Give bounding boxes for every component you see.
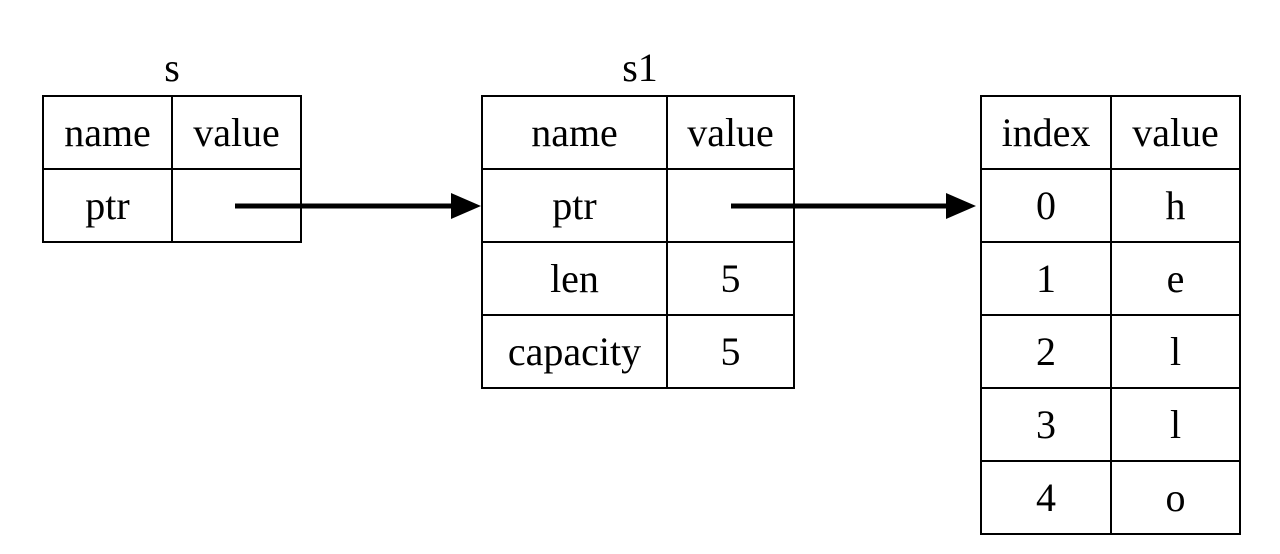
table-s1-name-0-label: ptr xyxy=(552,182,597,228)
table-buffer-header-value: value xyxy=(1110,95,1241,170)
table-row: ptr xyxy=(481,168,795,243)
table-s1-header-value-label: value xyxy=(687,109,774,155)
table-buffer-index-2-label: 2 xyxy=(1036,328,1056,374)
table-s1-value-1-label: 5 xyxy=(720,255,741,301)
table-s-header-value-label: value xyxy=(193,109,280,155)
table-row: 0 h xyxy=(980,168,1241,243)
table-buffer-index-0-label: 0 xyxy=(1036,182,1056,228)
table-buffer: index value 0 h 1 e xyxy=(980,95,1241,535)
table-buffer-cell-value-0: h xyxy=(1110,168,1241,243)
table-row: 3 l xyxy=(980,387,1241,462)
table-s1-title: s1 xyxy=(622,45,658,90)
arrow-s1-ptr-to-buffer xyxy=(731,193,976,219)
arrow-s-ptr-to-s1 xyxy=(235,193,481,219)
table-buffer-cell-value-3: l xyxy=(1110,387,1241,462)
table-buffer-value-3-label: l xyxy=(1169,401,1182,447)
table-s1-name-1-label: len xyxy=(550,255,599,301)
arrow-s1-ptr-to-buffer-head xyxy=(946,193,976,219)
table-s1-header-row: name value xyxy=(481,95,795,170)
table-buffer-cell-index-0: 0 xyxy=(980,168,1112,243)
table-s1-cell-value-0 xyxy=(666,168,795,243)
table-s1-header-value: value xyxy=(666,95,795,170)
table-s1-cell-value-1: 5 xyxy=(666,241,795,316)
table-buffer-cell-value-2: l xyxy=(1110,314,1241,389)
table-buffer-cell-value-4: o xyxy=(1110,460,1241,535)
table-buffer-cell-index-4: 4 xyxy=(980,460,1112,535)
table-buffer-value-0-label: h xyxy=(1165,182,1186,228)
table-buffer-value-4-label: o xyxy=(1165,474,1186,520)
table-s-name-0-label: ptr xyxy=(85,182,130,228)
table-s-header-row: name value xyxy=(42,95,302,170)
table-buffer-cell-index-3: 3 xyxy=(980,387,1112,462)
table-buffer-index-3-label: 3 xyxy=(1036,401,1056,447)
table-buffer-index-4-label: 4 xyxy=(1036,474,1056,520)
table-s1-name-2-label: capacity xyxy=(507,328,642,374)
table-row: 4 o xyxy=(980,460,1241,535)
table-s1-header-name-label: name xyxy=(531,109,618,155)
table-s-cell-name-0: ptr xyxy=(42,168,173,243)
table-buffer-header-index: index xyxy=(980,95,1112,170)
table-buffer-header-row: index value xyxy=(980,95,1241,170)
table-row: 1 e xyxy=(980,241,1241,316)
table-s-header-name-label: name xyxy=(64,109,151,155)
table-buffer-cell-value-1: e xyxy=(1110,241,1241,316)
table-s1-header-name: name xyxy=(481,95,668,170)
table-buffer-value-2-label: l xyxy=(1169,328,1182,374)
table-s-header-name: name xyxy=(42,95,173,170)
table-s1-cell-name-2: capacity xyxy=(481,314,668,389)
table-buffer-value-1-label: e xyxy=(1166,255,1185,301)
table-buffer-cell-index-2: 2 xyxy=(980,314,1112,389)
table-row: len 5 xyxy=(481,241,795,316)
table-s-title: s xyxy=(164,45,180,90)
arrow-s-ptr-to-s1-head xyxy=(451,193,481,219)
table-s-header-value: value xyxy=(171,95,302,170)
table-row: 2 l xyxy=(980,314,1241,389)
table-buffer-cell-index-1: 1 xyxy=(980,241,1112,316)
table-s1-cell-name-1: len xyxy=(481,241,668,316)
table-buffer-header-index-label: index xyxy=(1001,109,1091,155)
table-s1-value-2-label: 5 xyxy=(720,328,741,374)
table-buffer-header-value-label: value xyxy=(1132,109,1219,155)
table-s1-cell-name-0: ptr xyxy=(481,168,668,243)
table-buffer-index-1-label: 1 xyxy=(1036,255,1056,301)
table-row: capacity 5 xyxy=(481,314,795,389)
table-s1: name value ptr len 5 xyxy=(481,95,795,389)
table-s1-cell-value-2: 5 xyxy=(666,314,795,389)
